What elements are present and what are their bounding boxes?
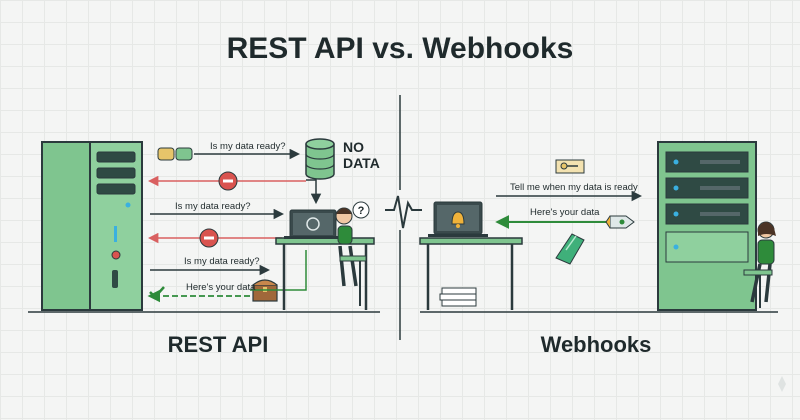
rest-request-1-label: Is my data ready?	[210, 141, 286, 152]
treasure-chest-icon	[252, 279, 278, 302]
db-to-laptop-arrow	[306, 179, 322, 205]
database-icon	[305, 138, 335, 180]
rest-data-response-label: Here's your data	[186, 282, 256, 293]
rest-server	[41, 141, 143, 311]
webhooks-desk	[419, 237, 523, 310]
webhooks-operator	[743, 221, 776, 308]
rest-empty-response-1	[147, 171, 306, 191]
webhooks-laptop	[428, 201, 488, 237]
crystal-icon	[555, 233, 585, 265]
rest-section-label: REST API	[168, 332, 269, 357]
page-title: REST API vs. Webhooks	[227, 32, 574, 65]
svg-text:?: ?	[358, 205, 365, 217]
rest-request-3: Is my data ready?	[150, 256, 271, 276]
webhooks-server	[657, 141, 757, 311]
rest-empty-response-2	[147, 228, 282, 248]
rest-request-2: Is my data ready?	[150, 201, 285, 220]
webhooks-section-label: Webhooks	[541, 332, 652, 357]
webhook-subscribe: Tell me when my data is ready	[496, 182, 643, 202]
webhook-data-push: Here's your data	[495, 207, 635, 229]
check-icon	[149, 286, 165, 299]
sparkle-icon	[778, 376, 786, 392]
document-stack-icon	[439, 287, 477, 307]
rest-data-response: Here's your data	[147, 250, 307, 303]
rest-request-3-label: Is my data ready?	[184, 256, 260, 267]
rest-laptop	[284, 209, 342, 239]
rest-developer	[335, 207, 367, 306]
rocket-icon	[605, 215, 635, 229]
rest-request-2-label: Is my data ready?	[175, 201, 251, 212]
rest-request-1: Is my data ready?	[157, 141, 301, 161]
center-divider	[385, 95, 422, 340]
question-bubble-icon: ?	[352, 201, 370, 219]
webhook-data-label: Here's your data	[530, 207, 600, 218]
webhook-subscribe-label: Tell me when my data is ready	[510, 182, 638, 193]
key-ticket-icon	[555, 159, 585, 174]
